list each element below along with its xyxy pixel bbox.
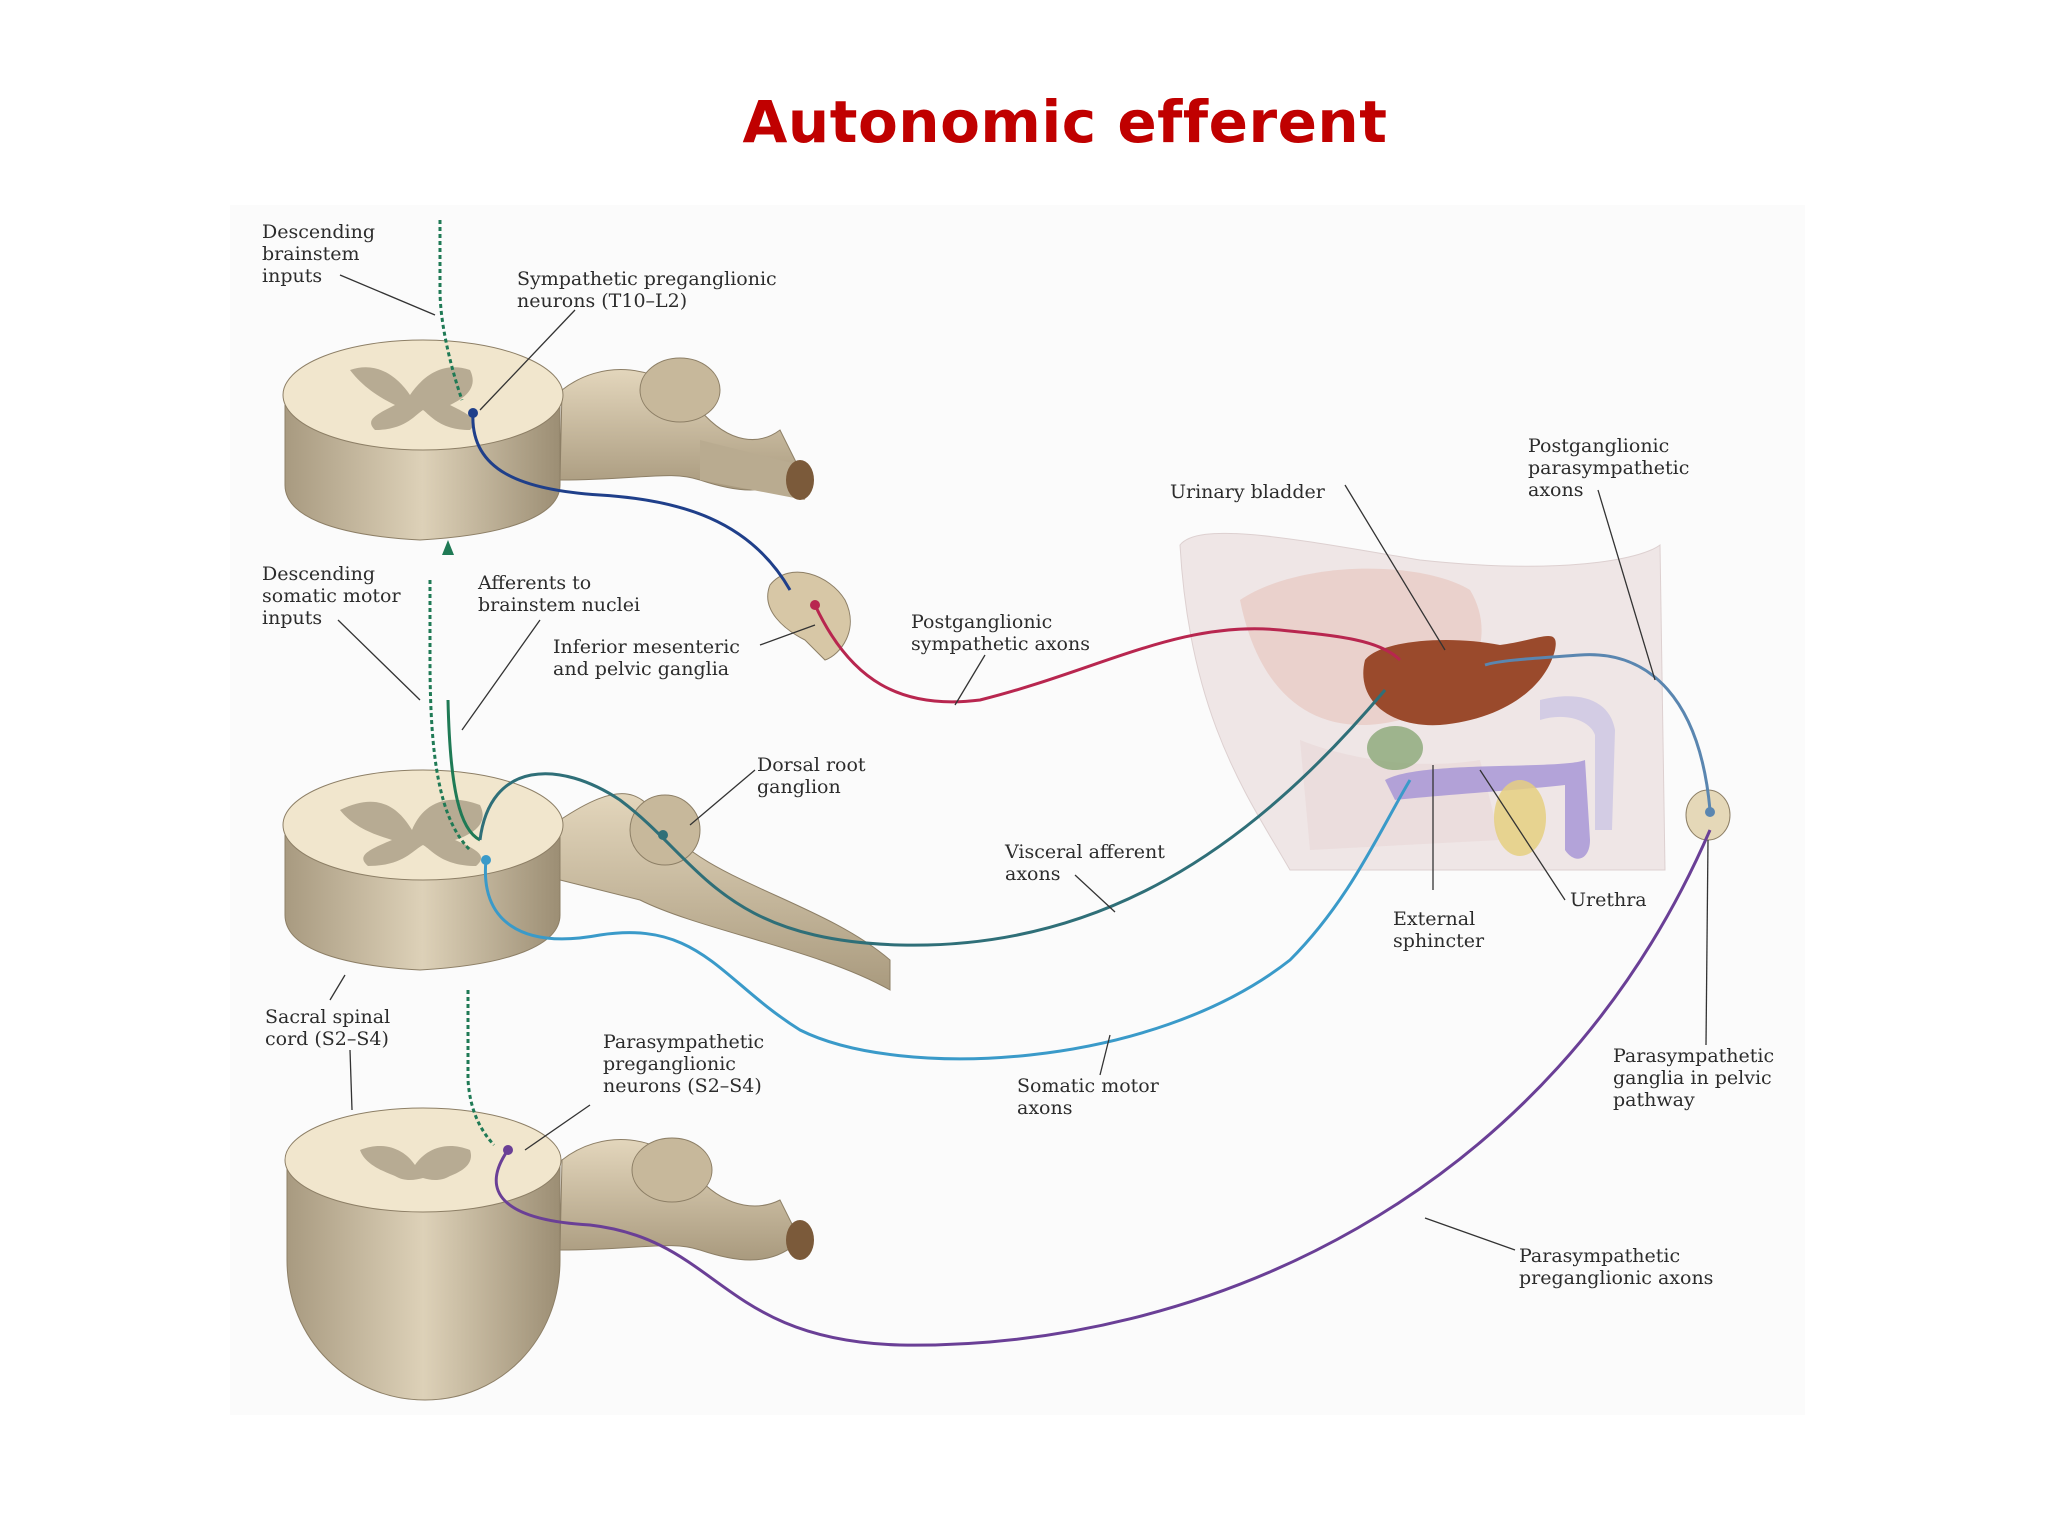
urethra-shape [1385,696,1615,859]
postganglionic-parasympathetic-fiber [1484,653,1712,811]
sympathetic-preganglionic-fiber [471,412,792,591]
page-title: Autonomic efferent [742,88,1388,156]
label-postganglionic-sympathetic: Postganglionic sympathetic axons [911,611,1090,655]
label-external-sphincter: External sphincter [1393,908,1485,952]
afferent-brainstem-fiber [446,699,481,842]
label-sacral-cord: Sacral spinal cord (S2–S4) [265,1006,396,1050]
label-postganglionic-parasympathetic: Postganglionic parasympathetic axons [1528,435,1695,501]
label-descending-somatic: Descending somatic motor inputs [262,563,407,629]
label-visceral-afferent: Visceral afferent axons [1004,841,1171,885]
label-somatic-motor: Somatic motor axons [1017,1075,1165,1119]
label-dorsal-root: Dorsal root ganglion [757,754,872,798]
somatic-motor-fiber [483,779,1412,1061]
label-afferents-brainstem: Afferents to brainstem nuclei [477,572,640,616]
spinal-cord-middle [282,769,891,991]
label-urinary-bladder: Urinary bladder [1170,481,1326,503]
label-inferior-mesenteric: Inferior mesenteric and pelvic ganglia [553,636,746,680]
label-parasympathetic-preganglionic-neurons: Parasympathetic preganglionic neurons (S… [603,1031,770,1097]
label-parasympathetic-ganglia: Parasympathetic ganglia in pelvic pathwa… [1613,1045,1780,1111]
prostate [1367,726,1423,770]
descending-sacral-fiber [466,990,496,1147]
pelvic-ganglion-soma [1705,807,1715,817]
inferior-mesenteric-ganglion [767,571,851,661]
spinal-cord-top [282,339,814,541]
dorsal-root-neuron-soma [658,830,668,840]
label-descending-brainstem: Descending brainstem inputs [262,221,381,287]
motor-neuron-soma [481,855,491,865]
spinal-cord-bottom [284,1107,814,1401]
label-parasympathetic-preganglionic-axons: Parasympathetic preganglionic axons [1519,1245,1713,1289]
descending-brainstem-fiber [438,220,464,401]
parasympathetic-neuron-soma [503,1145,513,1155]
sympathetic-neuron-soma [468,408,478,418]
parasympathetic-preganglionic-fiber [494,829,1712,1347]
testis [1494,780,1546,856]
postganglionic-neuron-soma [810,600,820,610]
bladder [1363,635,1556,726]
label-sympathetic-preganglionic: Sympathetic preganglionic neurons (T10–L… [517,268,783,312]
afferent-arrowhead [442,540,454,555]
leader-lines [329,274,1709,1251]
descending-somatic-fiber [428,580,472,852]
postganglionic-sympathetic-fiber [813,604,1402,704]
label-urethra: Urethra [1570,889,1647,911]
visceral-afferent-fiber [478,689,1387,947]
